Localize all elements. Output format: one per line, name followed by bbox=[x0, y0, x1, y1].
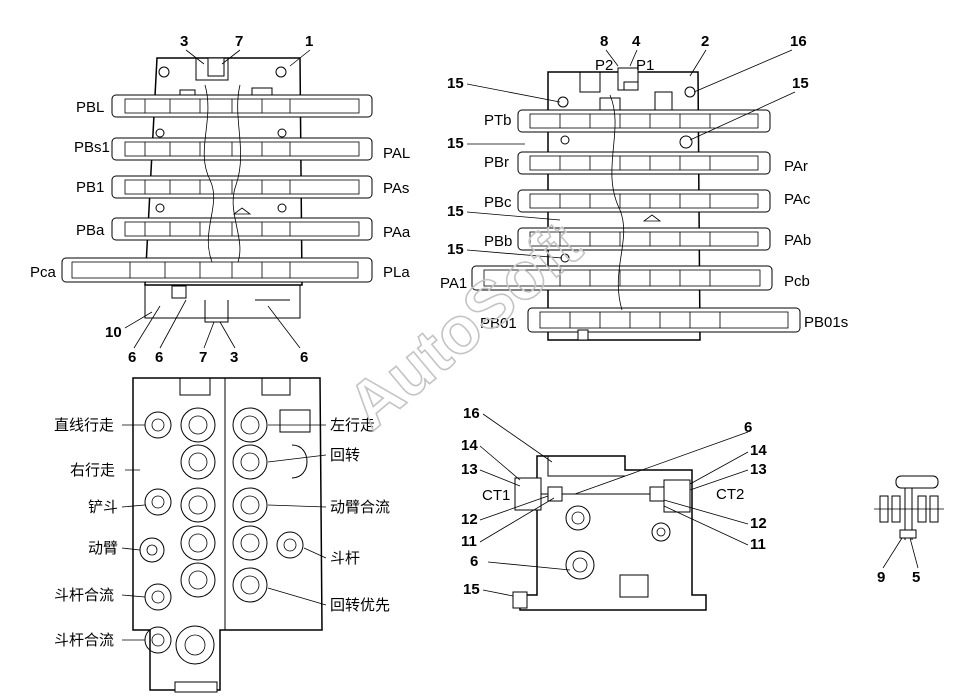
part-number-15-left-b: 15 bbox=[447, 135, 464, 152]
part-number-9: 9 bbox=[877, 569, 885, 586]
port-pb01: PB01 bbox=[480, 315, 517, 332]
part-number-10: 10 bbox=[105, 324, 122, 341]
label-arm: 斗杆 bbox=[330, 549, 360, 567]
part-number-12-right: 12 bbox=[750, 515, 767, 532]
label-boom: 动臂 bbox=[88, 539, 118, 557]
spool-row-b6 bbox=[527, 307, 801, 333]
label-bucket: 铲斗 bbox=[88, 498, 118, 516]
label-straight-travel: 直线行走 bbox=[54, 416, 114, 434]
port-pbb: PBb bbox=[484, 233, 512, 250]
part-number-7-bottom: 7 bbox=[199, 349, 207, 366]
part-number-1: 1 bbox=[305, 33, 313, 50]
port-pac: PAc bbox=[784, 191, 811, 208]
spool-row-5 bbox=[61, 257, 373, 283]
part-number-15-left-a: 15 bbox=[447, 75, 464, 92]
label-ct2: CT2 bbox=[716, 486, 744, 503]
label-left-travel: 左行走 bbox=[330, 416, 375, 434]
part-number-14-right: 14 bbox=[750, 442, 767, 459]
detail-view: 9 5 bbox=[874, 475, 944, 586]
part-number-8: 8 bbox=[600, 33, 608, 50]
part-number-6-d-right: 6 bbox=[744, 419, 752, 436]
part-number-11-right: 11 bbox=[750, 536, 766, 553]
port-pas: PAs bbox=[383, 180, 409, 197]
spool-row-2 bbox=[111, 137, 373, 161]
part-number-6-b: 6 bbox=[155, 349, 163, 366]
label-swing: 回转 bbox=[330, 446, 360, 464]
port-p2: P2 bbox=[595, 57, 613, 74]
part-number-12-left: 12 bbox=[461, 511, 478, 528]
port-pbs1: PBs1 bbox=[74, 139, 110, 156]
part-number-13-right: 13 bbox=[750, 461, 767, 478]
label-ct1: CT1 bbox=[482, 487, 510, 504]
spool-row-b2 bbox=[517, 151, 771, 175]
port-pla: PLa bbox=[383, 264, 410, 281]
port-par: PAr bbox=[784, 158, 808, 175]
port-pb1: PB1 bbox=[76, 179, 104, 196]
port-pbc: PBc bbox=[484, 194, 512, 211]
part-number-5: 5 bbox=[912, 569, 920, 586]
port-pb01s: PB01s bbox=[804, 314, 848, 331]
label-arm-merge-1: 斗杆合流 bbox=[54, 586, 114, 604]
port-pca: Pca bbox=[30, 264, 57, 281]
port-pab: PAb bbox=[784, 232, 811, 249]
port-pba: PBa bbox=[76, 222, 105, 239]
view-c-face: 直线行走 右行走 铲斗 动臂 斗杆合流 斗杆合流 左行走 回转 动臂合流 斗杆 … bbox=[54, 377, 390, 693]
part-number-15-left-c: 15 bbox=[447, 203, 464, 220]
part-number-13-left: 13 bbox=[461, 461, 478, 478]
spool-row-b1 bbox=[517, 109, 771, 133]
spool-row-3 bbox=[111, 175, 373, 199]
port-pbl: PBL bbox=[76, 99, 104, 116]
part-number-16-d: 16 bbox=[463, 405, 480, 422]
part-number-15-right: 15 bbox=[792, 75, 809, 92]
view-d-section: 16 14 13 CT1 12 11 6 15 6 14 13 CT2 12 1… bbox=[461, 405, 767, 611]
spool-row-b5 bbox=[471, 265, 773, 291]
port-circles-right bbox=[232, 407, 304, 603]
port-p1: P1 bbox=[636, 57, 654, 74]
part-number-11-left: 11 bbox=[461, 533, 477, 550]
part-number-3-top: 3 bbox=[180, 33, 188, 50]
label-arm-merge-2: 斗杆合流 bbox=[54, 631, 114, 649]
part-number-6-c: 6 bbox=[300, 349, 308, 366]
label-swing-priority: 回转优先 bbox=[330, 596, 390, 614]
port-paa: PAa bbox=[383, 224, 411, 241]
part-number-15-d: 15 bbox=[463, 581, 480, 598]
spool-row-b4 bbox=[517, 227, 771, 251]
spool-row-b3 bbox=[517, 189, 771, 213]
part-number-2: 2 bbox=[701, 33, 709, 50]
port-pa1: PA1 bbox=[440, 275, 467, 292]
part-number-14-left: 14 bbox=[461, 437, 478, 454]
part-number-15-left-d: 15 bbox=[447, 241, 464, 258]
spool-row-4 bbox=[111, 217, 373, 241]
part-number-6-d-left: 6 bbox=[470, 553, 478, 570]
label-boom-merge: 动臂合流 bbox=[330, 498, 390, 516]
part-number-3-bottom: 3 bbox=[230, 349, 238, 366]
port-pbr: PBr bbox=[484, 154, 509, 171]
port-pcb: Pcb bbox=[784, 273, 810, 290]
label-right-travel: 右行走 bbox=[70, 461, 115, 479]
part-number-16-b: 16 bbox=[790, 33, 807, 50]
view-b-valve: 8 4 2 16 P2 P1 15 15 15 15 15 PTb PBr PB… bbox=[440, 33, 848, 341]
part-number-7-top: 7 bbox=[235, 33, 243, 50]
part-number-4: 4 bbox=[632, 33, 641, 50]
port-circles-left bbox=[139, 407, 216, 665]
view-a-valve: 3 7 1 PBL PBs1 PB1 PBa Pca PAL PAs PAa P… bbox=[30, 33, 411, 366]
port-pal: PAL bbox=[383, 145, 410, 162]
part-number-6-a: 6 bbox=[128, 349, 136, 366]
port-ptb: PTb bbox=[484, 112, 512, 129]
spool-row-1 bbox=[111, 94, 373, 118]
